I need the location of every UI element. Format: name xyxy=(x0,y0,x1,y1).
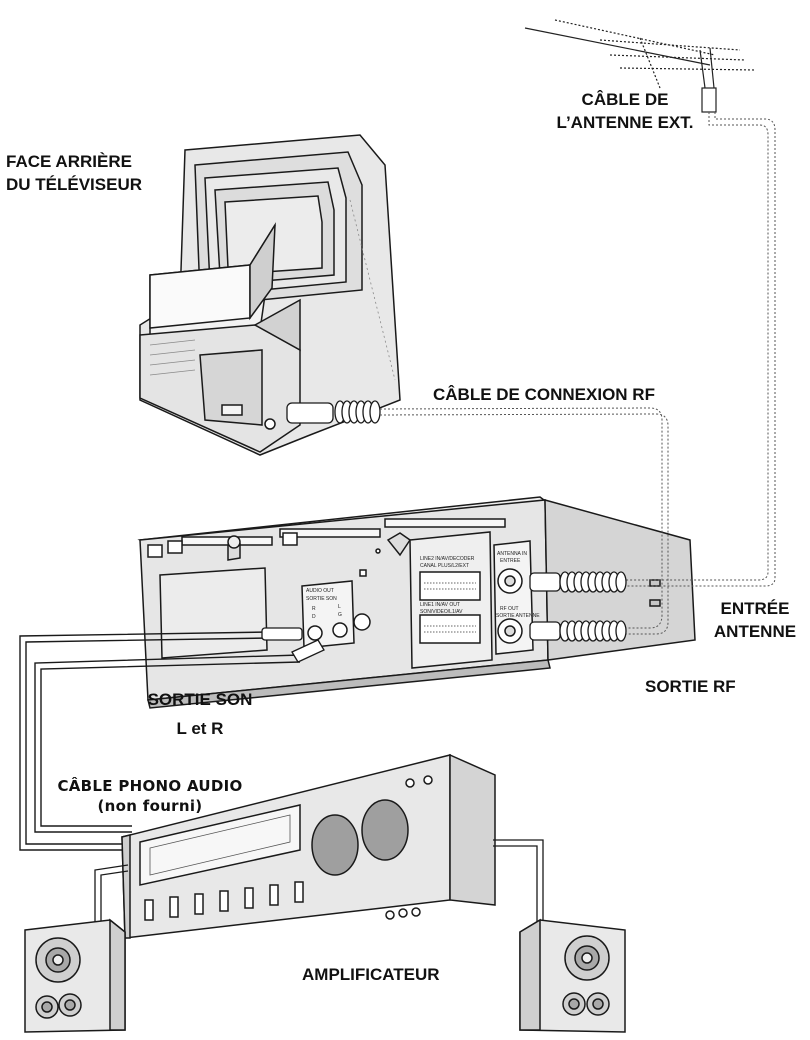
rf-out-plug xyxy=(529,620,627,642)
phono-cable-label: CÂBLE PHONO AUDIO (non fourni) xyxy=(50,776,250,816)
tv-rear-label-line1: FACE ARRIÈRE xyxy=(6,152,132,171)
left-speaker-illustration xyxy=(24,918,126,1033)
vcr-scart2-line2: SON/VIDEO/L1/AV xyxy=(420,609,463,615)
vcr-scart1-line2: CANAL PLUS/L2/EXT xyxy=(420,563,469,569)
tv-rear-illustration xyxy=(139,134,401,456)
rf-cable-label: CÂBLE DE CONNEXION RF xyxy=(433,383,655,406)
vcr-antenna-in-text: ANTENNA IN xyxy=(497,551,527,557)
tv-rear-label-line2: DU TÉLÉVISEUR xyxy=(6,175,143,194)
phono-cable-label-line1: CÂBLE PHONO AUDIO xyxy=(57,777,243,795)
audio-out-label-line2: L et R xyxy=(176,719,224,738)
rf-cable-label-text: CÂBLE DE CONNEXION RF xyxy=(433,385,655,404)
amplifier-label-text: AMPLIFICATEUR xyxy=(302,965,440,984)
vcr-rear-illustration xyxy=(137,496,696,709)
amplifier-label: AMPLIFICATEUR xyxy=(302,963,440,986)
vcr-r-text: R xyxy=(312,606,316,612)
vcr-l-text: L xyxy=(338,604,341,610)
vcr-sortie-son-text: SORTIE SON xyxy=(306,596,337,602)
vcr-rf-out-text: RF OUT xyxy=(500,606,519,612)
antenna-cable-label-line1: CÂBLE DE xyxy=(581,90,669,109)
antenna-in-label-line2: ANTENNE xyxy=(713,622,797,641)
audio-cable xyxy=(19,631,301,851)
vcr-entree-text: ENTREE xyxy=(500,558,521,564)
rf-cable xyxy=(379,407,669,635)
antenna-cable-label: CÂBLE DE L’ANTENNE EXT. xyxy=(555,88,695,134)
antenna-in-label: ENTRÉE ANTENNE xyxy=(705,597,805,643)
audio-plugs xyxy=(261,627,325,663)
antenna-cable-label-line2: L’ANTENNE EXT. xyxy=(556,113,694,132)
audio-out-label-line1: SORTIE SON xyxy=(147,690,253,709)
antenna-in-plug xyxy=(529,571,627,593)
tv-rear-label: FACE ARRIÈRE DU TÉLÉVISEUR xyxy=(6,150,142,196)
vcr-sortie-antenne-text: SORTIE ANTENNE xyxy=(496,613,540,619)
rf-out-label-text: SORTIE RF xyxy=(645,677,736,696)
speaker-wires xyxy=(94,839,544,925)
phono-cable-label-line2: (non fourni) xyxy=(97,797,203,815)
vcr-scart1-line1: LINE2 IN/AV/DECODER xyxy=(420,556,475,562)
amplifier-illustration xyxy=(121,753,496,939)
audio-out-label: SORTIE SON L et R xyxy=(120,685,280,743)
tv-rf-plug xyxy=(286,400,381,424)
vcr-g-text: G xyxy=(338,612,342,618)
vcr-audio-out-text: AUDIO OUT xyxy=(306,588,334,594)
vcr-d-text: D xyxy=(312,614,316,620)
rf-out-label: SORTIE RF xyxy=(645,675,736,698)
vcr-panel-text: AUDIO OUT SORTIE SON R D L G LINE2 IN/AV… xyxy=(306,551,540,620)
antenna-cable xyxy=(625,112,776,587)
vcr-scart2-line1: LINE1 IN/AV OUT xyxy=(420,602,460,608)
right-speaker-illustration xyxy=(519,918,626,1033)
antenna-icon xyxy=(524,19,756,113)
antenna-in-label-line1: ENTRÉE xyxy=(720,599,790,618)
